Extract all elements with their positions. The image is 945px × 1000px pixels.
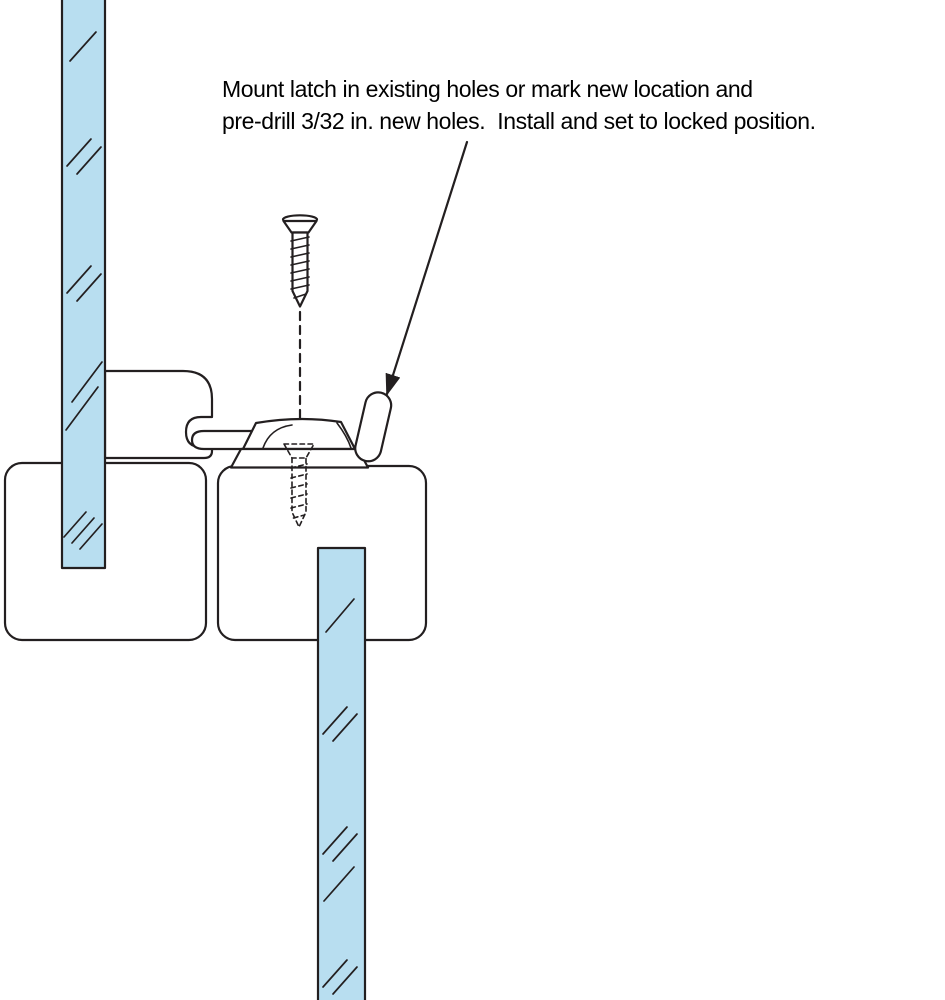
upper-glass-hatch-marks — [63, 31, 103, 550]
screw-threads — [290, 236, 310, 299]
instruction-text-line1: Mount latch in existing holes or mark ne… — [222, 76, 753, 102]
upper-glass-pane — [60, 0, 107, 570]
latch-lever — [354, 391, 393, 463]
latch-housing-detail-right — [336, 422, 352, 449]
instruction-text-line2: pre-drill 3/32 in. new holes. Install an… — [222, 108, 816, 134]
mounting-screw — [281, 214, 319, 308]
latch-bolt — [190, 429, 254, 451]
latch-housing — [241, 417, 357, 451]
latch-housing-detail-left — [262, 424, 293, 449]
hidden-screw-head — [283, 443, 315, 459]
lower-glass-pane — [316, 546, 367, 1000]
annotation-arrow — [385, 140, 469, 397]
hidden-screw-dashed — [283, 443, 315, 528]
screw-head — [282, 219, 318, 234]
hidden-screw-threads — [290, 463, 308, 519]
lower-glass-hatch-marks — [322, 598, 358, 995]
upper-frame-with-keeper — [103, 369, 214, 460]
